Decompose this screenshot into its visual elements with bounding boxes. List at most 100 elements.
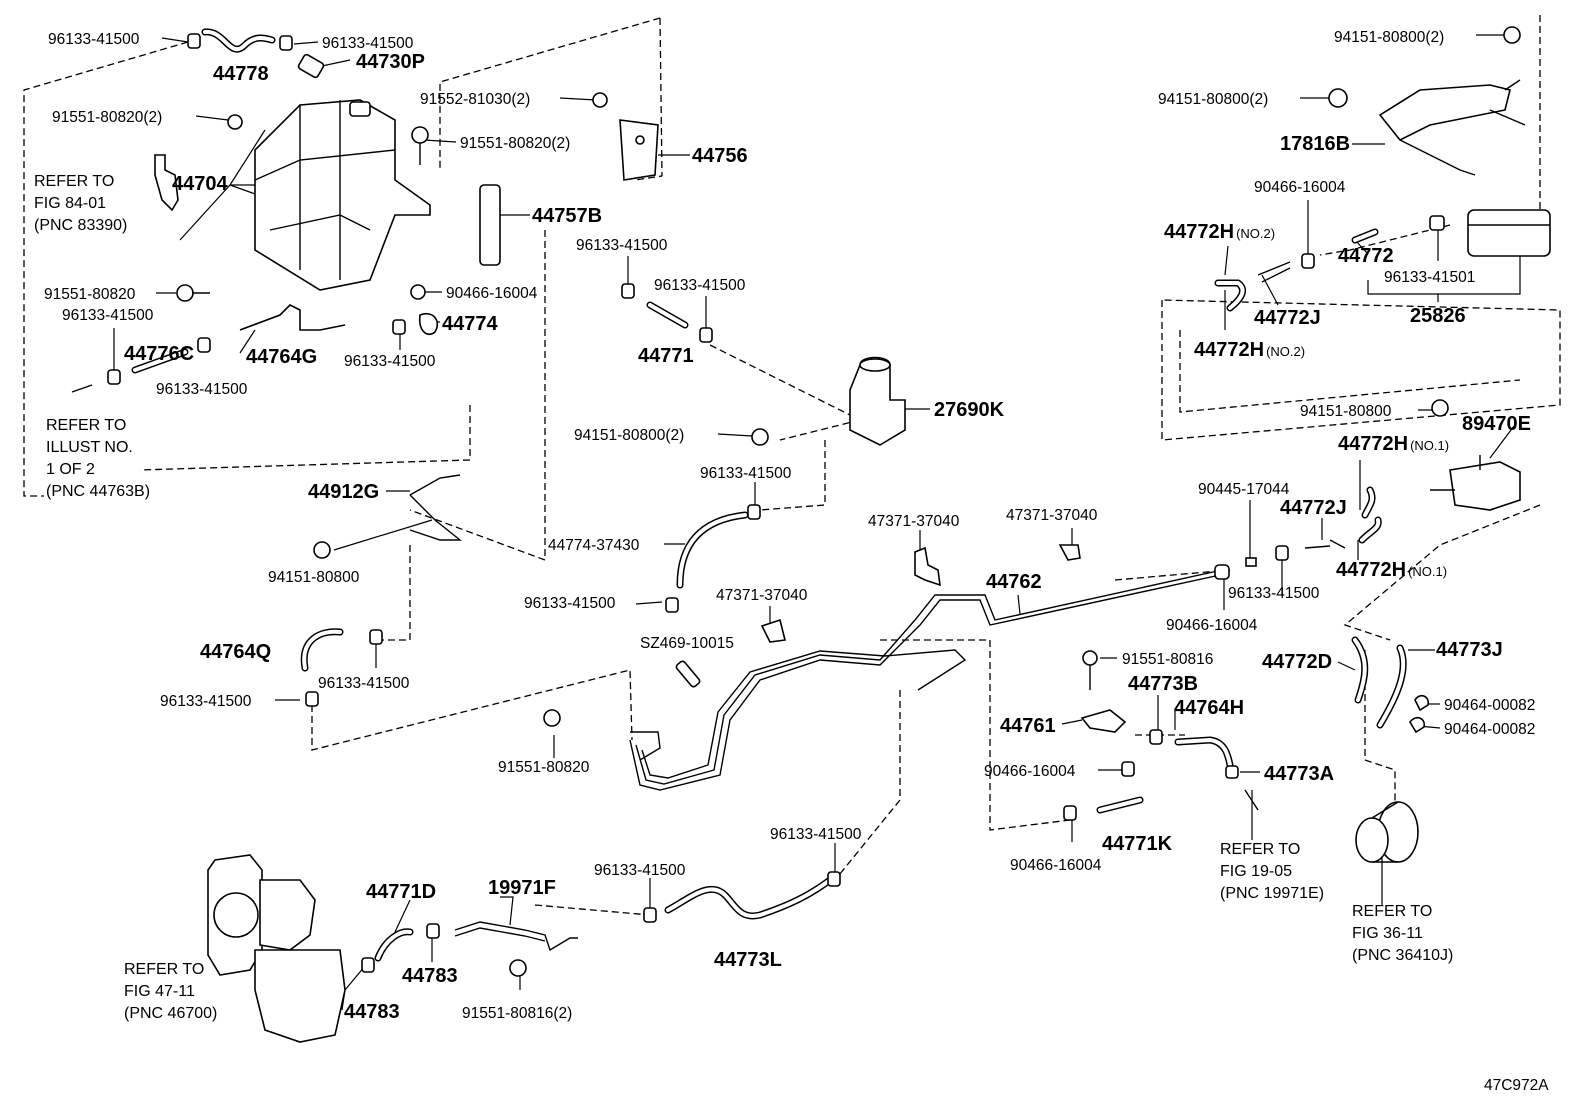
connector-44772j <box>1257 261 1291 283</box>
hose-44764q <box>300 628 344 672</box>
label-96133-41501: 96133-41501 <box>1384 269 1475 286</box>
label-96133-41500: 96133-41500 <box>160 693 252 710</box>
label-27690k: 27690K <box>934 399 1005 421</box>
clip-90466-right-top <box>1301 253 1315 269</box>
dashed-mid-line <box>409 230 546 561</box>
bolt-91551-80816-lower <box>509 959 527 977</box>
clamp-47371-a <box>914 546 941 587</box>
ref-pnc-46700: REFER TO FIG 47-11 (PNC 46700) <box>124 961 217 1022</box>
dashed-89470e <box>1343 504 1541 641</box>
label-90445-17044: 90445-17044 <box>1198 481 1290 498</box>
label-44772h-no1: 44772H(NO.1) <box>1336 559 1447 581</box>
label-91551-80816: 91551-80816(2) <box>462 1005 572 1022</box>
bolt-91551-80820-lower <box>176 284 194 302</box>
part-44774 <box>418 313 439 336</box>
dashed-group-left <box>23 41 189 497</box>
nut-90466-16004-right <box>1214 564 1230 580</box>
label-90466-16004: 90466-16004 <box>984 763 1076 780</box>
label-44772h-no2: 44772H(NO.2) <box>1194 339 1305 361</box>
label-91551-80820: 91551-80820(2) <box>52 109 162 126</box>
label-44771: 44771 <box>638 345 694 367</box>
label-47371-37040: 47371-37040 <box>716 587 808 604</box>
part-drawings <box>71 26 1551 1043</box>
clip-44778-right <box>279 35 293 51</box>
pipe-44764g <box>239 304 346 331</box>
nut-90466-16004 <box>410 284 426 300</box>
label-47371-37040: 47371-37040 <box>1006 507 1098 524</box>
label-96133-41500: 96133-41500 <box>700 465 792 482</box>
label-90466-16004: 90466-16004 <box>1254 179 1346 196</box>
dashed-lower-left <box>311 669 633 751</box>
label-44776c: 44776C <box>124 343 194 365</box>
label-90466-16004: 90466-16004 <box>1166 617 1258 634</box>
sensor-83390 <box>154 154 179 212</box>
label-44774-37430: 44774-37430 <box>548 537 640 554</box>
label-90466-16004: 90466-16004 <box>446 285 538 302</box>
label-44772j: 44772J <box>1254 307 1321 329</box>
clip-44773a <box>1225 765 1239 779</box>
dashed-right-inner <box>1179 330 1521 413</box>
label-96133-41500: 96133-41500 <box>1228 585 1320 602</box>
label-94151-80800: 94151-80800 <box>1300 403 1392 420</box>
ref-pnc-36410j: REFER TO FIG 36-11 (PNC 36410J) <box>1352 903 1453 964</box>
clip-90464-00082-a <box>1414 694 1430 712</box>
clip-44773b <box>1149 729 1163 745</box>
label-44756: 44756 <box>692 145 748 167</box>
sensor-89470e <box>1449 461 1521 511</box>
label-94151-80800: 94151-80800(2) <box>1158 91 1268 108</box>
bolt-91552-81030 <box>592 92 608 108</box>
label-sz469-10015: SZ469-10015 <box>640 635 734 652</box>
clip-44773l-right <box>827 871 841 887</box>
label-44772d: 44772D <box>1262 651 1332 673</box>
dashed-27690k-bolt <box>779 419 861 441</box>
bolt-91551-80820-mid <box>543 709 561 727</box>
connector-44772j-lower <box>1304 539 1346 549</box>
pipe-44762-a <box>629 574 1221 791</box>
nut-94151-80800-top <box>1503 26 1521 44</box>
label-44771k: 44771K <box>1102 833 1173 855</box>
label-44761: 44761 <box>1000 715 1056 737</box>
label-96133-41500: 96133-41500 <box>654 277 746 294</box>
label-96133-41500: 96133-41500 <box>524 595 616 612</box>
bolt-91551-80816 <box>1082 650 1098 666</box>
label-44704: 44704 <box>172 173 228 195</box>
label-96133-41500: 96133-41500 <box>48 31 140 48</box>
label-44730p: 44730P <box>356 51 425 73</box>
clip-44771-top <box>621 283 635 299</box>
label-94151-80800: 94151-80800(2) <box>574 427 684 444</box>
label-44778: 44778 <box>213 63 269 85</box>
label-47371-37040: 47371-37040 <box>868 513 960 530</box>
label-44757b: 44757B <box>532 205 602 227</box>
label-44764g: 44764G <box>246 346 317 368</box>
label-44771d: 44771D <box>366 881 436 903</box>
label-91551-80820: 91551-80820 <box>498 759 590 776</box>
clamp-47371-b <box>1058 544 1081 561</box>
clamp-47371-c <box>760 618 786 643</box>
label-44772h-no2: 44772H(NO.2) <box>1164 221 1275 243</box>
clip-96133-right <box>1275 545 1289 561</box>
ref-pnc-44763b: REFER TO ILLUST NO. 1 OF 2 (PNC 44763B) <box>46 417 150 500</box>
clip-44776c-left <box>107 369 121 385</box>
label-25826: 25826 <box>1410 305 1466 327</box>
label-44764q: 44764Q <box>200 641 271 663</box>
clip-44783-bottom <box>361 957 375 973</box>
bolt-91551-80820-left <box>227 114 243 130</box>
clip-44774 <box>392 319 406 335</box>
part-labels: 96133-41500 44778 96133-41500 44730P 915… <box>44 29 1535 1023</box>
hose-44772h-no2 <box>1214 279 1246 312</box>
label-91551-80820: 91551-80820 <box>44 286 136 303</box>
label-91551-80816: 91551-80816 <box>1122 651 1213 668</box>
illustration-code: 47C972A <box>1484 1077 1549 1094</box>
dashed-44764q <box>380 545 411 641</box>
label-96133-41500: 96133-41500 <box>344 353 436 370</box>
dashed-center <box>880 639 1071 831</box>
label-44764h: 44764H <box>1174 697 1244 719</box>
label-91551-80820: 91551-80820(2) <box>460 135 570 152</box>
clip-96133-lower <box>305 691 319 707</box>
label-90464-00082: 90464-00082 <box>1444 721 1535 738</box>
label-44773a: 44773A <box>1264 763 1334 785</box>
label-44762: 44762 <box>986 571 1042 593</box>
label-44773l: 44773L <box>714 949 782 971</box>
label-90466-16004: 90466-16004 <box>1010 857 1102 874</box>
label-91552-81030: 91552-81030(2) <box>420 91 530 108</box>
